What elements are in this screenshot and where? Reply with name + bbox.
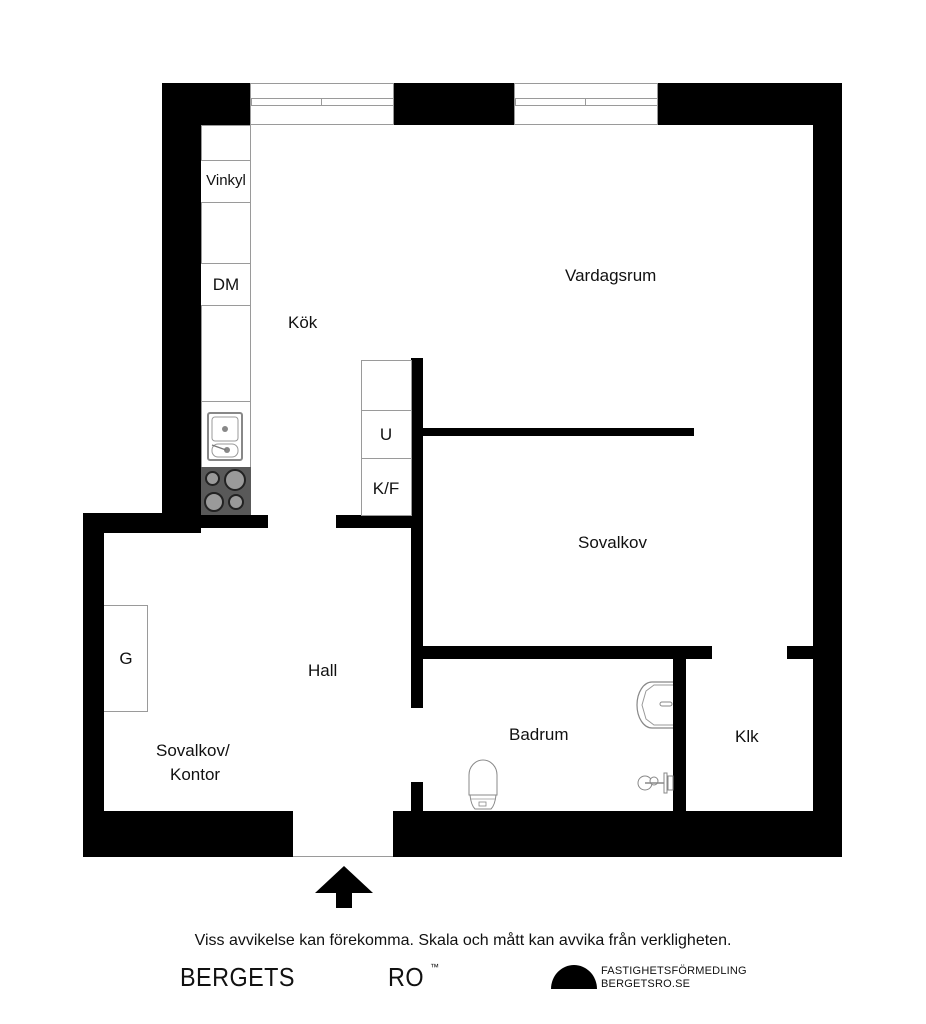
- entry-threshold: [293, 856, 393, 857]
- wall-kitchen-bottom-left: [201, 515, 268, 528]
- room-label-hall: Hall: [308, 661, 338, 680]
- disclaimer-text: Viss avvikelse kan förekomma. Skala och …: [194, 932, 732, 949]
- room-label-vardagsrum: Vardagsrum: [565, 266, 657, 285]
- wall-right: [813, 83, 842, 857]
- stove-icon: [201, 467, 251, 515]
- logo-dome-icon: [551, 964, 597, 989]
- u-label: U: [379, 425, 393, 444]
- wardrobe: [104, 605, 148, 712]
- wall-kitchen-bottom-right: [336, 515, 423, 528]
- vinkyl-cabinet: [201, 160, 251, 203]
- wall-lower-left-top: [83, 513, 201, 533]
- wall-bottom-right: [393, 811, 842, 857]
- wall-top-right: [658, 83, 842, 125]
- kf-label: K/F: [372, 479, 400, 498]
- window-icon: [514, 83, 658, 125]
- shower-mixer-icon: [637, 771, 674, 795]
- agency-line2: BERGETSRO.SE: [601, 978, 691, 990]
- room-label-kok: Kök: [288, 313, 318, 332]
- counter-divider: [201, 401, 251, 402]
- dm-label: DM: [212, 275, 240, 294]
- g-label: G: [119, 649, 133, 668]
- sink-icon: [207, 412, 243, 462]
- room-label-badrum: Badrum: [509, 725, 569, 744]
- brand-tm: ™: [430, 962, 439, 972]
- wall-badrum-klk: [673, 646, 686, 812]
- kitchen-cabinet-top: [361, 360, 412, 411]
- washbasin-icon: [636, 681, 674, 729]
- oven-cabinet: [361, 410, 412, 459]
- wall-left: [83, 513, 104, 857]
- room-label-sovalkov: Sovalkov: [578, 533, 647, 552]
- room-label-sovalkov-kontor-line2: Kontor: [170, 765, 221, 784]
- agency-line1: FASTIGHETSFÖRMEDLING: [601, 965, 747, 977]
- wall-sovalkov-bottom: [411, 646, 712, 659]
- wall-hall-vertical-stub: [411, 782, 423, 812]
- brand-ro: RO: [388, 962, 424, 992]
- window-icon: [250, 83, 394, 125]
- entrance-arrow-icon: [314, 866, 374, 909]
- room-label-klk: Klk: [735, 727, 759, 746]
- wall-hall-vertical: [411, 358, 423, 708]
- wall-sovalkov-top: [411, 428, 694, 436]
- fridge-freezer-cabinet: [361, 458, 412, 516]
- wall-bottom-left: [83, 811, 293, 857]
- vinkyl-label: Vinkyl: [206, 172, 246, 189]
- brand-bergets: BERGETS: [180, 962, 295, 992]
- wall-klk-top-right: [787, 646, 817, 659]
- toilet-icon: [467, 759, 499, 811]
- wall-top-middle: [394, 83, 514, 125]
- dm-cabinet: [201, 263, 251, 306]
- room-label-sovalkov-kontor-line1: Sovalkov/: [156, 741, 230, 760]
- wall-kitchen-left: [162, 83, 201, 532]
